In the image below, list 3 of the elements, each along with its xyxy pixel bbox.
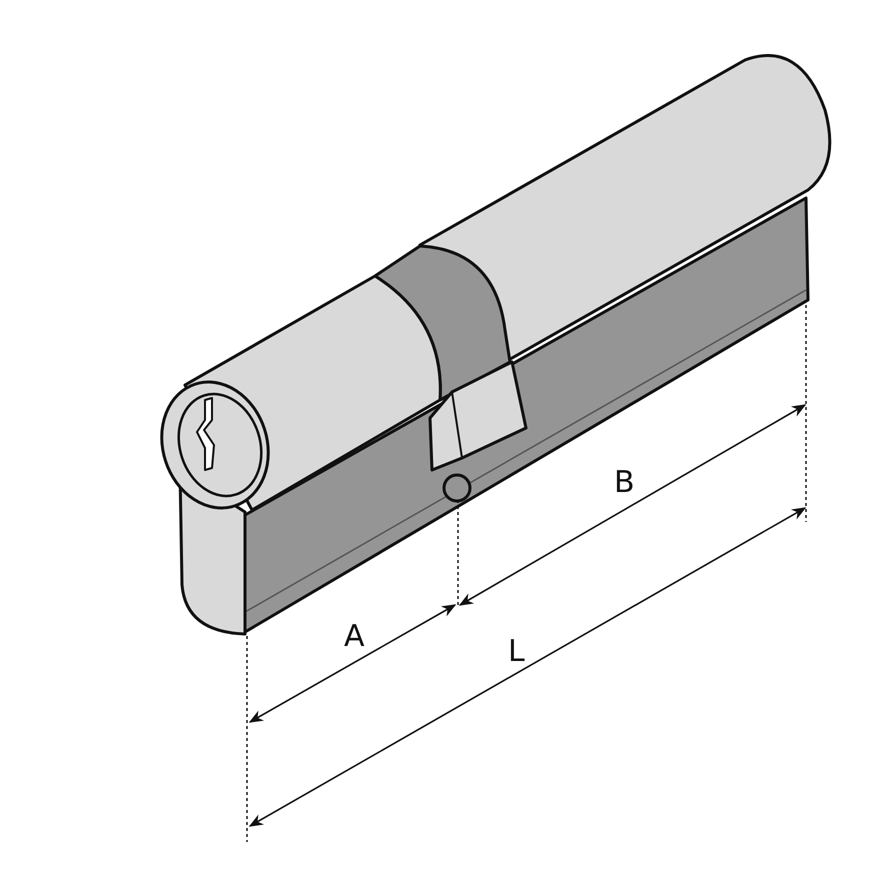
dimension-label: A (344, 622, 365, 652)
dimension-label: B (614, 468, 635, 498)
dimension-label: L (508, 637, 525, 667)
